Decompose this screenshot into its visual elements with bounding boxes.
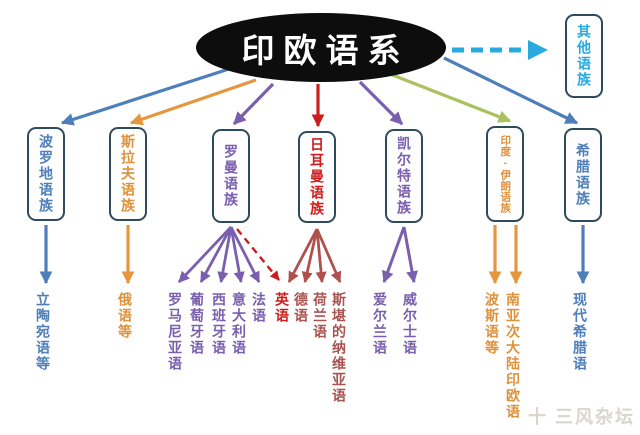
- arrow-germanic-german: [301, 228, 319, 284]
- lang-russian: 俄语等: [117, 292, 133, 340]
- arrow-romance-italian: [229, 226, 245, 284]
- arrow-root-greek: [443, 56, 579, 125]
- node-celtic-family: 凯尔特语族: [385, 129, 423, 223]
- root-node-indo-european: 印欧语系: [196, 13, 446, 82]
- node-other-families-label: 其他语族: [576, 24, 592, 88]
- arrow-root-celtic: [358, 80, 404, 126]
- lang-irish: 爱尔兰语: [372, 292, 388, 356]
- lang-romanian: 罗马尼亚语: [167, 292, 183, 372]
- root-node-label: 印欧语系: [241, 31, 410, 69]
- arrow-romance-spanish: [217, 226, 233, 284]
- lang-south-asian: 南亚次大陆印欧语: [505, 292, 521, 420]
- node-baltic-family: 波罗地语族: [27, 127, 65, 221]
- lang-dutch: 荷兰语: [312, 292, 328, 340]
- arrow-germanic-scandinavian: [315, 228, 342, 284]
- arrow-romance-english-dashed: [236, 228, 280, 281]
- lang-spanish: 西班牙语: [211, 292, 227, 356]
- node-romance-label: 罗曼语族: [223, 144, 239, 208]
- lang-english: 英语: [274, 292, 290, 324]
- lang-modern-greek: 现代希腊语: [572, 292, 588, 372]
- node-germanic-label: 日耳曼语族: [309, 137, 325, 217]
- arrow-root-indo-iranian: [389, 72, 512, 123]
- node-germanic-family: 日耳曼语族: [298, 131, 336, 223]
- lang-scandinavian: 斯堪的纳维亚语: [331, 292, 347, 404]
- lang-french: 法语: [251, 292, 267, 324]
- arrow-celtic-welsh: [402, 226, 418, 284]
- lang-german: 德语: [293, 292, 309, 324]
- arrow-root-slavic: [129, 78, 257, 126]
- node-indo-iranian-family: 印度-伊朗语族: [486, 126, 524, 222]
- node-celtic-label: 凯尔特语族: [396, 136, 412, 216]
- node-baltic-label: 波罗地语族: [38, 134, 54, 214]
- node-other-families: 其他语族: [565, 14, 603, 98]
- node-slavic-family: 斯拉夫语族: [109, 127, 147, 221]
- lang-welsh: 威尔士语: [402, 292, 418, 356]
- node-romance-family: 罗曼语族: [212, 129, 250, 223]
- arrow-celtic-irish: [382, 226, 406, 284]
- lang-italian: 意大利语: [231, 292, 247, 356]
- arrow-romance-french: [229, 226, 261, 283]
- watermark: 十 三风杂坛: [528, 407, 636, 427]
- arrow-germanic-dutch: [315, 228, 327, 284]
- arrow-romance-romanian: [177, 226, 233, 283]
- node-indo-iranian-label: 印度-伊朗语族: [499, 134, 512, 214]
- arrow-root-baltic: [60, 66, 233, 126]
- node-slavic-label: 斯拉夫语族: [120, 134, 136, 214]
- arrow-germanic-english: [287, 228, 319, 283]
- node-greek-family: 希腊语族: [564, 128, 602, 222]
- lang-portuguese: 葡萄牙语: [189, 292, 205, 356]
- arrow-root-romance: [232, 82, 275, 126]
- node-greek-label: 希腊语族: [575, 143, 591, 207]
- arrow-romance-portuguese: [199, 226, 233, 283]
- lang-lithuanian: 立陶宛语等: [35, 292, 51, 372]
- lang-persian: 波斯语等: [484, 292, 500, 356]
